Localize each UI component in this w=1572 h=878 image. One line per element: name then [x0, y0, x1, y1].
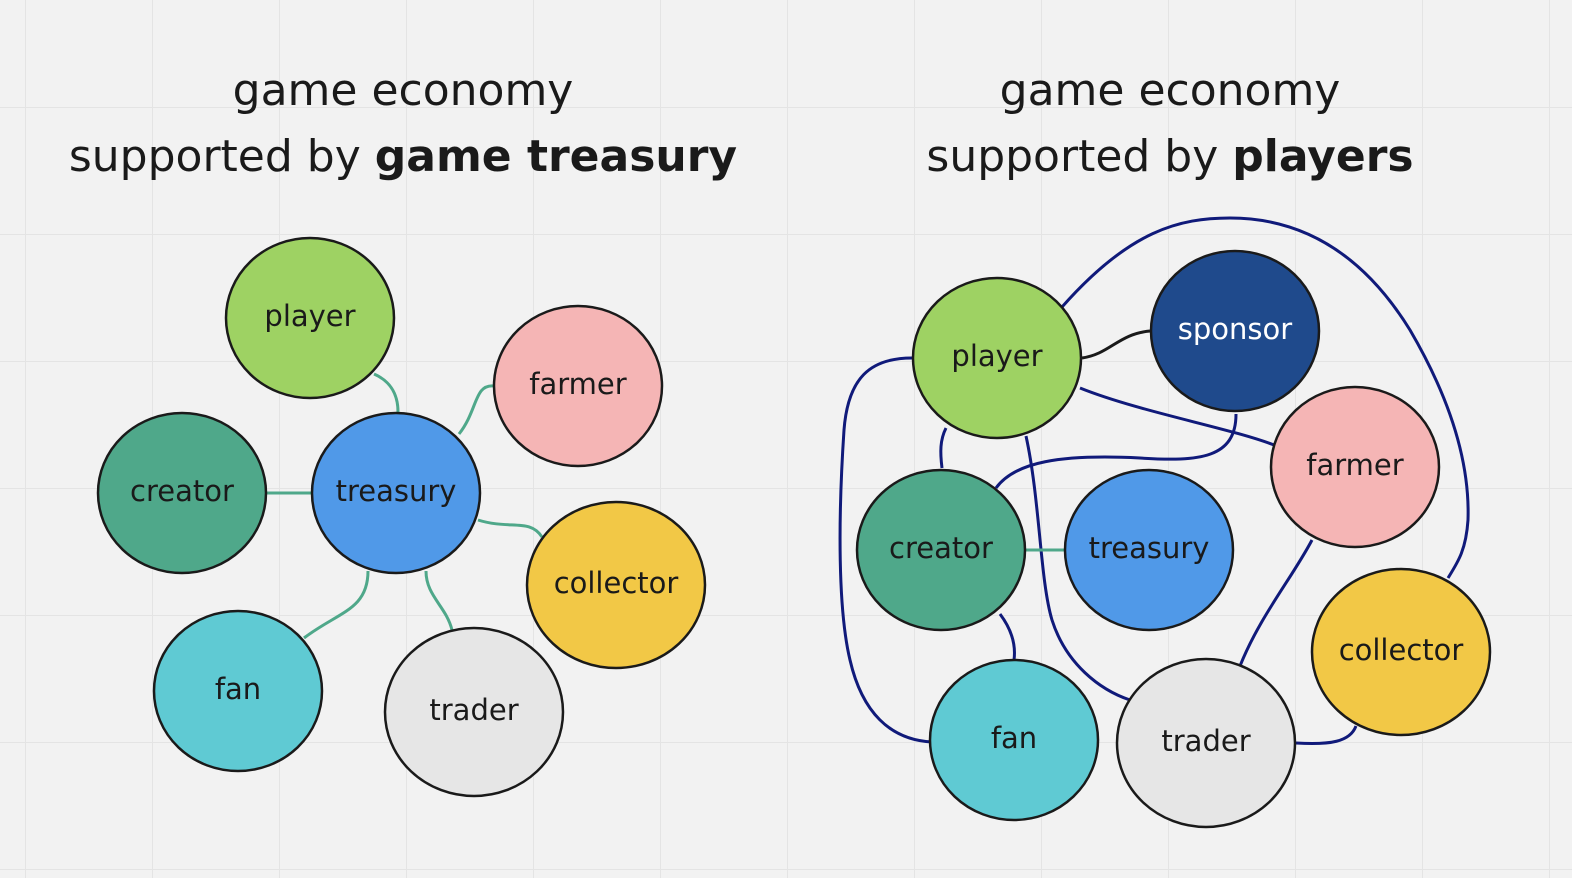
edge-farmer-trader — [1238, 539, 1314, 667]
right-node-fan[interactable]: fan — [928, 658, 1100, 822]
right-node-fan-shape — [928, 658, 1100, 822]
left-title-prefix: supported by — [68, 131, 375, 182]
left-node-trader[interactable]: trader — [383, 626, 565, 798]
left-node-treasury-label: treasury — [336, 474, 457, 508]
right-node-creator-label: creator — [889, 531, 993, 565]
right-node-collector[interactable]: collector — [1310, 567, 1492, 737]
left-node-trader-shape — [383, 626, 565, 798]
right-node-collector-shape — [1310, 567, 1492, 737]
left-node-fan-shape — [152, 609, 324, 773]
edge-creator-fan — [998, 613, 1016, 661]
edge-sponsor-creator — [994, 413, 1238, 489]
left-node-fan[interactable]: fan — [152, 609, 324, 773]
edge-treasury-player — [373, 372, 400, 413]
left-node-creator[interactable]: creator — [96, 411, 268, 575]
right-node-creator-shape — [855, 468, 1027, 632]
left-node-treasury[interactable]: treasury — [310, 411, 482, 575]
left-node-farmer-label: farmer — [529, 367, 626, 401]
left-node-creator-label: creator — [130, 474, 234, 508]
edge-player-sponsor — [1081, 329, 1151, 360]
left-node-player-shape — [224, 236, 396, 400]
right-node-sponsor[interactable]: sponsor — [1149, 249, 1321, 413]
right-node-sponsor-shape — [1149, 249, 1321, 413]
left-title-line2: supported by game treasury — [58, 124, 748, 190]
left-node-creator-shape — [96, 411, 268, 575]
right-nodes: player sponsor farmer creator treasury c… — [855, 249, 1492, 829]
left-node-farmer-shape — [492, 304, 664, 468]
left-node-player[interactable]: player — [224, 236, 396, 400]
right-node-treasury[interactable]: treasury — [1063, 468, 1235, 632]
right-node-farmer[interactable]: farmer — [1269, 385, 1441, 549]
right-node-player[interactable]: player — [911, 276, 1083, 440]
edge-player-farmer — [1079, 386, 1275, 447]
right-node-player-label: player — [951, 339, 1042, 373]
left-nodes: player farmer creator treasury collector… — [96, 236, 707, 798]
right-edges — [838, 216, 1470, 746]
right-node-sponsor-label: sponsor — [1178, 312, 1292, 346]
left-node-collector-shape — [525, 500, 707, 670]
edge-player-trader — [1024, 435, 1131, 702]
right-title-line1: game economy — [999, 65, 1341, 116]
edge-treasury-collector — [477, 518, 544, 538]
edge-treasury-fan — [303, 570, 370, 640]
edge-treasury-farmer — [457, 384, 495, 435]
left-edges — [266, 372, 544, 640]
left-node-trader-label: trader — [429, 693, 518, 727]
right-node-player-shape — [911, 276, 1083, 440]
left-node-collector-label: collector — [554, 566, 679, 600]
right-node-fan-label: fan — [991, 721, 1037, 755]
left-diagram-title: game economy supported by game treasury — [58, 58, 748, 190]
edge-trader-collector — [1295, 725, 1358, 746]
right-title-line2: supported by players — [820, 124, 1520, 190]
left-node-farmer[interactable]: farmer — [492, 304, 664, 468]
right-node-trader-label: trader — [1161, 724, 1250, 758]
left-node-collector[interactable]: collector — [525, 500, 707, 670]
right-node-trader-shape — [1115, 657, 1297, 829]
right-node-farmer-label: farmer — [1306, 448, 1403, 482]
edge-treasury-trader — [424, 570, 454, 631]
edge-player-creator — [939, 427, 948, 469]
right-diagram-title: game economy supported by players — [820, 58, 1520, 190]
left-title-line1: game economy — [232, 65, 574, 116]
right-node-trader[interactable]: trader — [1115, 657, 1297, 829]
right-node-farmer-shape — [1269, 385, 1441, 549]
edge-player-collector-arc — [1060, 216, 1470, 579]
left-node-treasury-shape — [310, 411, 482, 575]
left-title-bold: game treasury — [374, 131, 738, 182]
right-node-treasury-shape — [1063, 468, 1235, 632]
right-title-prefix: supported by — [926, 131, 1233, 182]
left-node-fan-label: fan — [215, 672, 261, 706]
right-node-creator[interactable]: creator — [855, 468, 1027, 632]
right-node-treasury-label: treasury — [1089, 531, 1210, 565]
left-node-player-label: player — [264, 299, 355, 333]
right-node-collector-label: collector — [1339, 633, 1464, 667]
edge-player-fan-loop — [838, 356, 933, 744]
right-title-bold: players — [1232, 131, 1414, 182]
